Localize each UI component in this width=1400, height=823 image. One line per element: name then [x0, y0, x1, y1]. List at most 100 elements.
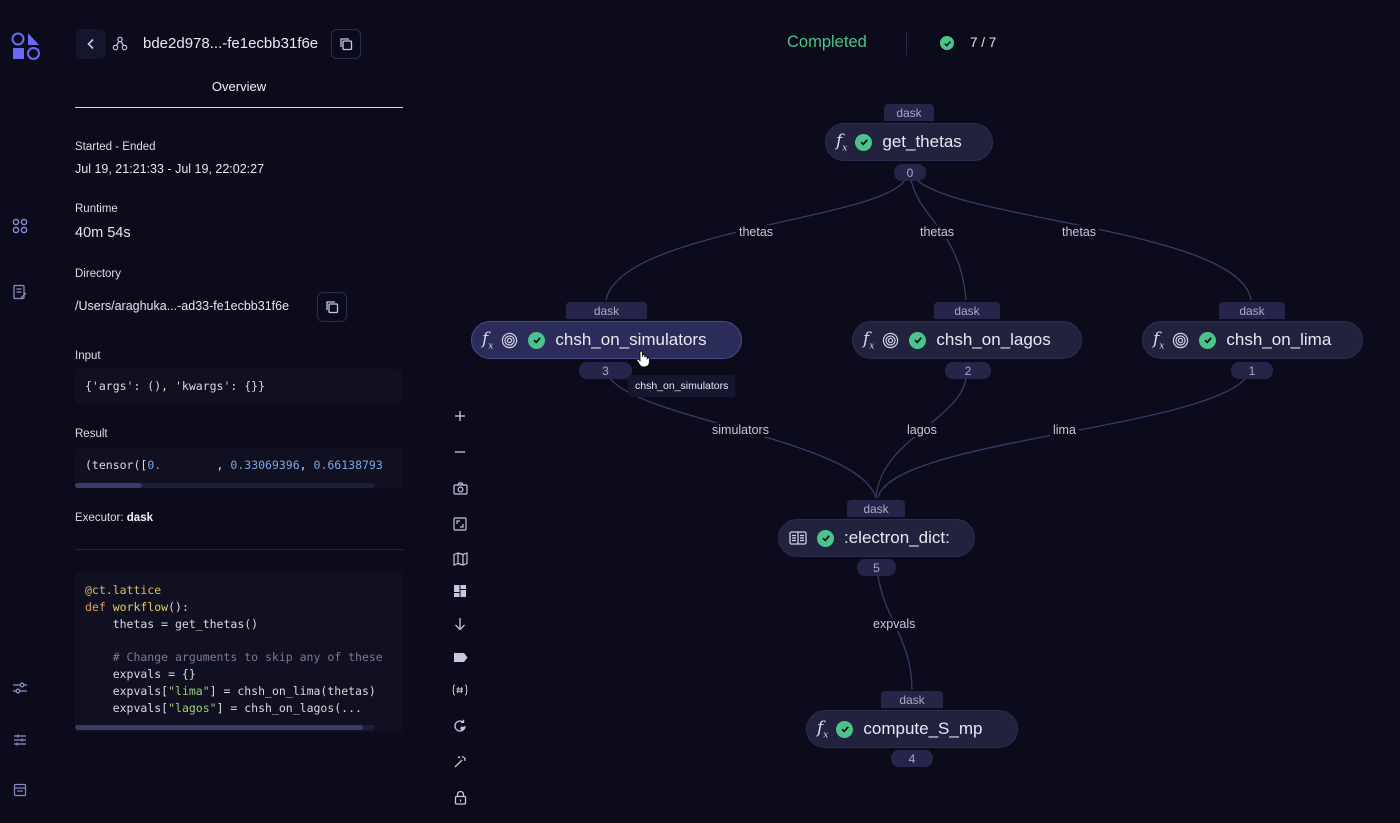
code-comment: # Change arguments to skip any of these [85, 650, 383, 665]
edge-label: lima [1050, 423, 1079, 437]
executor-label: Executor: [75, 512, 124, 524]
divider [75, 549, 403, 550]
node-tooltip: chsh_on_simulators [628, 375, 736, 397]
edge-label: thetas [1059, 225, 1100, 239]
chevron-left-icon [87, 38, 94, 50]
code-function: workflow [112, 599, 169, 614]
status-divider [906, 31, 907, 55]
edge-label: thetas [917, 225, 958, 239]
check-circle-icon [855, 133, 873, 151]
dispatch-id: bde2d978...-fe1ecbb31f6e [143, 35, 319, 52]
result-number: 0.33069396 [230, 458, 300, 472]
lock-icon[interactable] [452, 789, 468, 805]
qelectron-target-icon [883, 332, 899, 348]
result-label: Result [75, 428, 108, 440]
code-line: expvals["lima"] = chsh_on_lima(thetas) [85, 683, 383, 700]
code-text: (): [168, 599, 189, 614]
camera-screenshot-icon[interactable] [452, 480, 468, 496]
result-number: 0.66138793 [313, 458, 383, 472]
code-text: expvals[ [85, 700, 169, 715]
check-circle-icon [817, 529, 834, 547]
result-prefix: (tensor([ [85, 458, 148, 472]
node-index: 1 [1231, 362, 1273, 379]
result-value: (tensor([0. , 0.33069396, 0.66138793 [85, 458, 383, 472]
node-electron-dict[interactable]: :electron_dict: [778, 519, 975, 557]
fit-view-icon[interactable] [452, 516, 468, 532]
docs-window-icon[interactable] [10, 780, 30, 800]
code-scrollbar-thumb[interactable] [75, 725, 363, 730]
edge-label: thetas [736, 225, 777, 239]
code-line: thetas = get_thetas() [85, 616, 259, 631]
started-ended-label: Started - Ended [75, 141, 156, 153]
node-index: 5 [857, 559, 896, 576]
edge-dict-compute [877, 575, 913, 691]
input-code-box: {'args': (), 'kwargs': {}} [75, 369, 403, 403]
dictionary-icon [789, 531, 807, 545]
code-line: expvals["lagos"] = chsh_on_lagos(... [85, 700, 383, 717]
logs-icon[interactable] [10, 282, 30, 302]
node-label: get_thetas [882, 132, 962, 151]
list-settings-icon[interactable] [10, 730, 30, 750]
copy-directory-button[interactable] [317, 292, 347, 322]
covalent-logo-icon[interactable] [10, 30, 42, 62]
param-hash-icon[interactable] [452, 682, 468, 698]
executor-value: dask [126, 512, 153, 524]
node-label: chsh_on_lagos [936, 330, 1051, 349]
node-executor-tag: dask [847, 500, 905, 517]
layout-grid-icon[interactable] [452, 583, 468, 599]
code-text: expvals[ [85, 683, 169, 698]
code-line: expvals = {} [85, 666, 196, 681]
node-chsh-on-lima[interactable]: fx chsh_on_lima [1142, 321, 1363, 359]
node-chsh-on-simulators[interactable]: fx chsh_on_simulators [471, 321, 742, 359]
result-scrollbar[interactable] [75, 483, 375, 488]
edge-label: expvals [870, 617, 919, 631]
copy-icon [326, 301, 339, 314]
edge-label: lagos [904, 423, 940, 437]
code-text: ] = chsh_on_lagos(... [216, 700, 362, 715]
edge-thetas-lima [916, 179, 1252, 301]
node-chsh-on-lagos[interactable]: fx chsh_on_lagos [852, 321, 1082, 359]
arrow-down-direction-icon[interactable] [452, 616, 468, 632]
node-get-thetas[interactable]: fx get_thetas [825, 123, 993, 161]
minimap-icon[interactable] [452, 551, 468, 567]
node-label: chsh_on_lima [1226, 330, 1332, 349]
directory-label: Directory [75, 268, 122, 280]
check-circle-icon [836, 720, 854, 738]
function-icon: fx [817, 717, 829, 741]
edge-lima-dict [877, 377, 1247, 499]
copy-dispatch-id-button[interactable] [331, 29, 361, 59]
reset-rotate-icon[interactable] [452, 718, 468, 734]
node-label: :electron_dict: [844, 528, 950, 547]
code-keyword: def [85, 599, 106, 614]
settings-sliders-icon[interactable] [10, 678, 30, 698]
check-circle-icon [528, 331, 546, 349]
zoom-in-icon[interactable] [452, 408, 468, 424]
node-index: 4 [891, 750, 933, 767]
dispatches-icon[interactable] [10, 216, 30, 236]
lattice-icon [112, 36, 128, 52]
code-text: ] = chsh_on_lima(thetas) [209, 683, 376, 698]
check-circle-icon [1199, 331, 1217, 349]
qelectron-target-icon [502, 332, 518, 348]
node-executor-tag: dask [1219, 302, 1285, 319]
edge-label: simulators [709, 423, 772, 437]
back-button[interactable] [76, 29, 106, 59]
tab-overview[interactable]: Overview [211, 79, 267, 94]
progress-count: 7 / 7 [970, 35, 997, 50]
result-scrollbar-thumb[interactable] [75, 483, 142, 488]
zoom-out-icon[interactable] [452, 444, 468, 460]
tab-underline [75, 107, 403, 108]
code-string: "lima" [168, 683, 210, 698]
function-icon: fx [863, 328, 875, 352]
label-tag-icon[interactable] [452, 649, 468, 665]
runtime-value: 40m 54s [75, 225, 131, 241]
result-number: 0. [147, 458, 162, 472]
magic-wand-icon[interactable] [452, 754, 468, 770]
node-index: 0 [894, 164, 926, 181]
hand-cursor-icon [635, 350, 651, 373]
node-compute-s-mp[interactable]: fx compute_S_mp [806, 710, 1018, 748]
directory-value: /Users/araghuka...-ad33-fe1ecbb31f6e [75, 299, 290, 313]
node-index: 2 [945, 362, 991, 379]
